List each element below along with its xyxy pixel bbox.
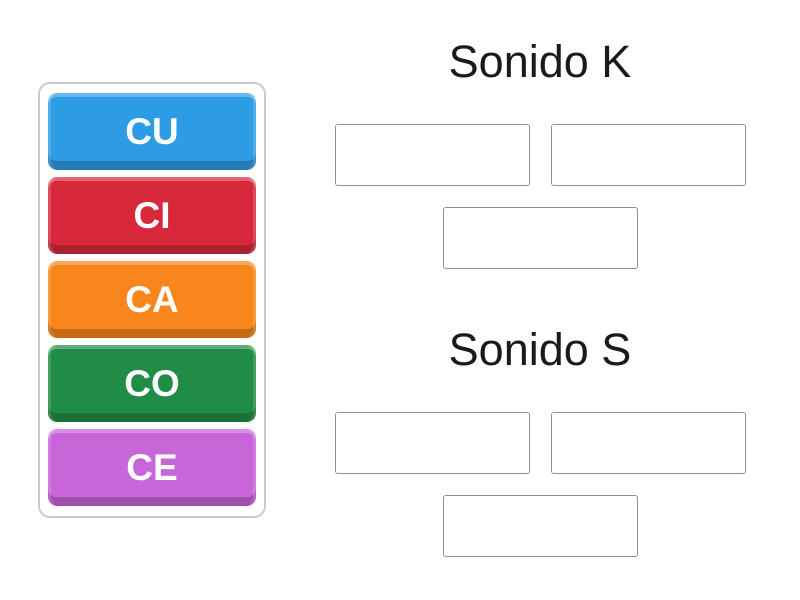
tile-ce[interactable]: CE xyxy=(48,429,256,506)
tile-ci[interactable]: CI xyxy=(48,177,256,254)
drop-slot[interactable] xyxy=(550,124,746,186)
tile-cu[interactable]: CU xyxy=(48,93,256,170)
group-title-sonido-k: Sonido K xyxy=(448,36,632,87)
drop-slot[interactable] xyxy=(442,207,638,269)
group-sonido-s: Sonido S xyxy=(320,321,760,557)
drop-slot[interactable] xyxy=(334,412,530,474)
tile-ca[interactable]: CA xyxy=(48,261,256,338)
group-title-sonido-s: Sonido S xyxy=(448,324,632,375)
drop-slot[interactable] xyxy=(550,412,746,474)
group-slots-sonido-s xyxy=(334,412,746,557)
drop-slot[interactable] xyxy=(334,124,530,186)
tile-co[interactable]: CO xyxy=(48,345,256,422)
drop-slot[interactable] xyxy=(442,495,638,557)
group-sonido-k: Sonido K xyxy=(320,33,760,269)
group-slots-sonido-k xyxy=(334,124,746,269)
